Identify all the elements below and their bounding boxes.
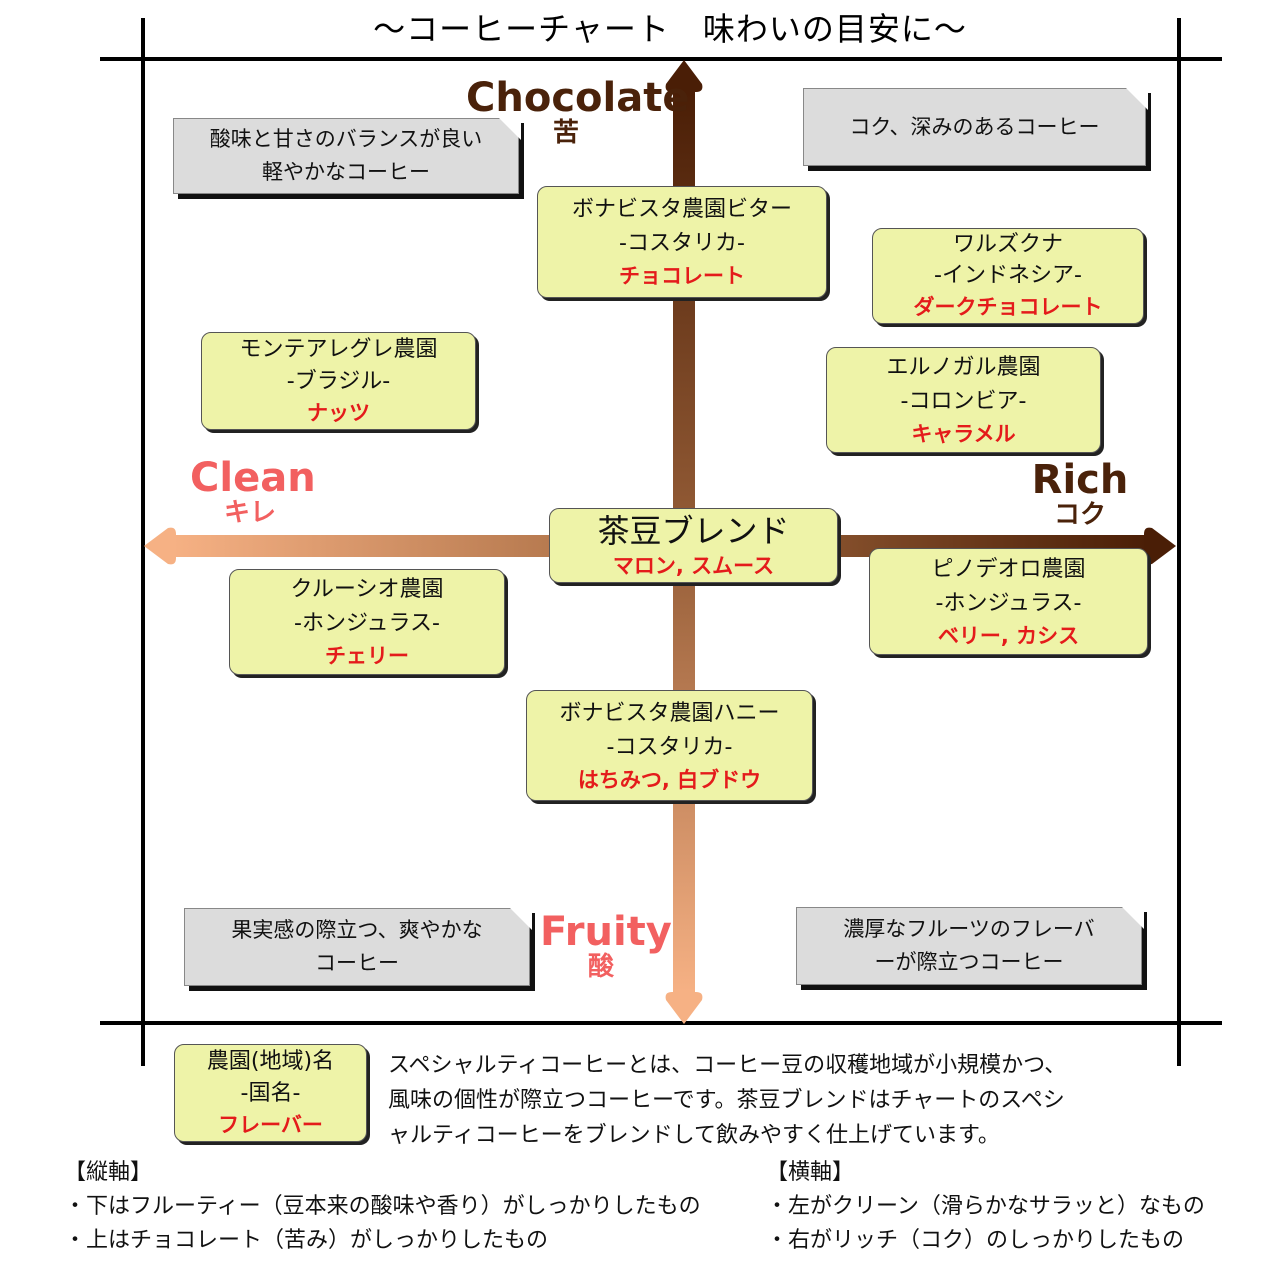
coffee-card-chamame-blend: 茶豆ブレンド マロン, スムース bbox=[549, 508, 838, 583]
note-line: 軽やかなコーヒー bbox=[262, 160, 430, 184]
coffee-flavor: チョコレート bbox=[619, 264, 745, 288]
axis-label-top: Chocolate 苦 bbox=[466, 75, 690, 148]
coffee-card-bonavista-bitter: ボナビスタ農園ビター -コスタリカ- チョコレート bbox=[537, 186, 827, 298]
coffee-country: -ホンジュラス- bbox=[294, 611, 440, 636]
horizontal-axis-item: ・右がリッチ（コク）のしっかりしたもの bbox=[766, 1228, 1185, 1253]
axis-label-bottom-en: Fruity bbox=[540, 909, 672, 955]
coffee-name: ボナビスタ農園ハニー bbox=[559, 700, 780, 726]
frame-bottom-line bbox=[100, 1021, 1222, 1025]
coffee-country: -インドネシア- bbox=[934, 263, 1082, 288]
note-line: 濃厚なフルーツのフレーバ bbox=[843, 917, 1095, 941]
note-line: コーヒー bbox=[315, 951, 399, 975]
description-line: スペシャルティコーヒーとは、コーヒー豆の収穫地域が小規模かつ、 bbox=[388, 1053, 1067, 1078]
note-line: 酸味と甘さのバランスが良い bbox=[209, 127, 483, 151]
description: スペシャルティコーヒーとは、コーヒー豆の収穫地域が小規模かつ、 風味の個性が際立… bbox=[388, 1048, 1168, 1153]
coffee-card-crucio: クルーシオ農園 -ホンジュラス- チェリー bbox=[229, 569, 505, 675]
description-line: 風味の個性が際立つコーヒーです。茶豆ブレンドはチャートのスペシ bbox=[388, 1088, 1065, 1113]
coffee-card-elnogal: エルノガル農園 -コロンビア- キャラメル bbox=[826, 347, 1101, 453]
note-top-right: コク、深みのあるコーヒー bbox=[803, 86, 1148, 166]
coffee-name: モンテアレグレ農園 bbox=[239, 337, 438, 362]
arrow-head-down bbox=[665, 992, 703, 1024]
coffee-card-pinodeoro: ピノデオロ農園 -ホンジュラス- ベリー, カシス bbox=[869, 548, 1148, 655]
note-line: ーが際立つコーヒー bbox=[874, 950, 1064, 974]
coffee-name: ワルズクナ bbox=[952, 232, 1063, 257]
note-line: コク、深みのあるコーヒー bbox=[849, 114, 1100, 139]
note-bottom-right: 濃厚なフルーツのフレーバ ーが際立つコーヒー bbox=[796, 905, 1144, 985]
coffee-name: クルーシオ農園 bbox=[290, 577, 444, 602]
coffee-flavor: キャラメル bbox=[911, 422, 1016, 446]
note-line: 果実感の際立つ、爽やかな bbox=[231, 918, 483, 942]
coffee-name: 茶豆ブレンド bbox=[597, 511, 790, 550]
vertical-axis-item: ・上はチョコレート（苦み）がしっかりしたもの bbox=[64, 1228, 549, 1253]
coffee-card-bonavista-honey: ボナビスタ農園ハニー -コスタリカ- はちみつ, 白ブドウ bbox=[526, 690, 813, 801]
axis-label-bottom: Fruity 酸 bbox=[540, 909, 672, 982]
note-top-left: 酸味と甘さのバランスが良い 軽やかなコーヒー bbox=[173, 116, 521, 194]
description-line: ャルティコーヒーをブレンドして飲みやすく仕上げています。 bbox=[388, 1123, 1000, 1148]
vertical-axis-item: ・下はフルーティー（豆本来の酸味や香り）がしっかりしたもの bbox=[64, 1194, 701, 1219]
coffee-name: ピノデオロ農園 bbox=[931, 556, 1086, 582]
coffee-country: -コロンビア- bbox=[900, 389, 1027, 414]
axis-label-left: Clean キレ bbox=[190, 455, 316, 528]
arrow-head-left bbox=[144, 527, 176, 565]
legend-card: 農園(地域)名 -国名- フレーバー bbox=[174, 1044, 367, 1142]
coffee-flavor: ダークチョコレート bbox=[913, 295, 1103, 319]
coffee-flavor: ベリー, カシス bbox=[937, 623, 1080, 648]
coffee-card-waluzukuna: ワルズクナ -インドネシア- ダークチョコレート bbox=[872, 228, 1144, 324]
frame-right-line bbox=[1177, 18, 1181, 1066]
coffee-flavor: ナッツ bbox=[307, 401, 370, 425]
arrow-head-right bbox=[1144, 527, 1176, 565]
coffee-name: ボナビスタ農園ビター bbox=[571, 197, 792, 222]
coffee-country: -コスタリカ- bbox=[606, 734, 733, 760]
legend-name: 農園(地域)名 bbox=[206, 1049, 335, 1074]
frame-top-line bbox=[100, 57, 1222, 61]
coffee-flavor: はちみつ, 白ブドウ bbox=[577, 767, 762, 792]
legend-flavor: フレーバー bbox=[218, 1113, 323, 1137]
axis-label-left-en: Clean bbox=[190, 455, 316, 501]
frame-left-line bbox=[141, 18, 145, 1066]
horizontal-axis-notes: 【横軸】 ・左がクリーン（滑らかなサラッと）なもの ・右がリッチ（コク）のしっか… bbox=[766, 1156, 1205, 1258]
horizontal-axis-heading: 【横軸】 bbox=[766, 1160, 855, 1185]
chart-title: 〜コーヒーチャート 味わいの目安に〜 bbox=[373, 10, 967, 48]
coffee-country: -ホンジュラス- bbox=[935, 590, 1082, 616]
note-bottom-left: 果実感の際立つ、爽やかな コーヒー bbox=[184, 906, 532, 986]
coffee-flavor: マロン, スムース bbox=[612, 553, 775, 578]
axis-label-bottom-jp: 酸 bbox=[587, 952, 614, 982]
axis-label-top-en: Chocolate bbox=[466, 75, 690, 121]
coffee-flavor: チェリー bbox=[325, 644, 409, 668]
coffee-name: エルノガル農園 bbox=[886, 355, 1041, 380]
horizontal-axis-item: ・左がクリーン（滑らかなサラッと）なもの bbox=[766, 1194, 1205, 1219]
coffee-country: -コスタリカ- bbox=[619, 231, 745, 256]
axis-label-right-en: Rich bbox=[1031, 457, 1129, 503]
legend-country: -国名- bbox=[240, 1081, 301, 1106]
vertical-axis-notes: 【縦軸】 ・下はフルーティー（豆本来の酸味や香り）がしっかりしたもの ・上はチョ… bbox=[64, 1156, 701, 1258]
coffee-country: -ブラジル- bbox=[286, 369, 391, 394]
arrow-head-up bbox=[665, 60, 703, 92]
axis-label-left-jp: キレ bbox=[223, 498, 276, 528]
vertical-axis-heading: 【縦軸】 bbox=[64, 1160, 153, 1185]
axis-label-right-jp: コク bbox=[1053, 500, 1106, 530]
axis-label-top-jp: 苦 bbox=[552, 118, 579, 148]
coffee-card-montealegre: モンテアレグレ農園 -ブラジル- ナッツ bbox=[201, 332, 476, 430]
axis-label-right: Rich コク bbox=[1030, 460, 1130, 528]
